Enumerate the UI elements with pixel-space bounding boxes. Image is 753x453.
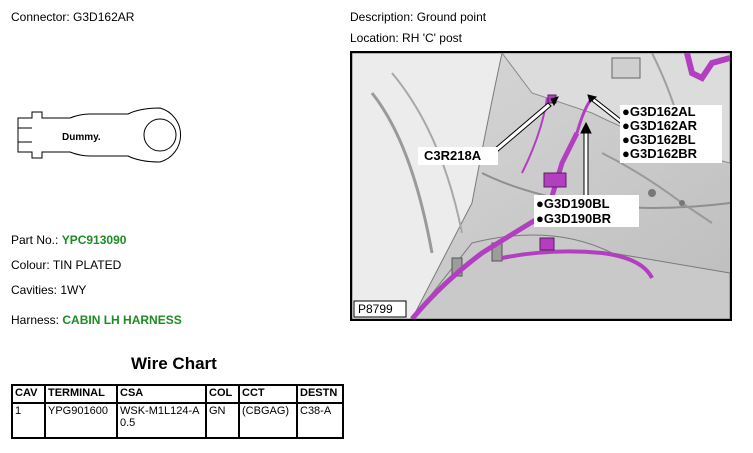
part-no-label: Part No.: (11, 233, 59, 247)
arrow-g3d190 (583, 130, 589, 199)
location-photo-drawing (352, 53, 730, 319)
description-line: Description: Ground point (350, 10, 486, 24)
header-destn: DESTN (296, 384, 344, 404)
location-value: RH 'C' post (402, 31, 462, 45)
part-no-line: Part No.: YPC913090 (11, 233, 126, 247)
ring-hole (143, 118, 177, 152)
wire-chart-title: Wire Chart (131, 354, 217, 373)
harness-value: CABIN LH HARNESS (62, 313, 182, 327)
harness-branch-roof (684, 53, 730, 82)
header-cct: CCT (238, 384, 298, 404)
location-label: Location: (350, 31, 399, 45)
harness-branch-floor (501, 249, 654, 280)
ring-terminal-outline (17, 107, 182, 163)
callout-g3d162-group: ●G3D162AL ●G3D162AR ●G3D162BL ●G3D162BR (622, 105, 697, 161)
header-cav: CAV (11, 384, 46, 404)
header-col: COL (205, 384, 240, 404)
cell-terminal: YPG901600 (44, 402, 118, 439)
cell-cct: (CBGAG) (238, 402, 298, 439)
harness-label: Harness: (11, 313, 60, 327)
connector-line: Connector: G3D162AR (11, 10, 134, 24)
location-line: Location: RH 'C' post (350, 31, 462, 45)
harness-line: Harness: CABIN LH HARNESS (11, 313, 182, 327)
location-photo: C3R218A ●G3D162AL ●G3D162AR ●G3D162BL ●G… (350, 51, 732, 321)
cavities-label: Cavities: (11, 283, 58, 297)
callout-g3d190-group: ●G3D190BL ●G3D190BR (536, 196, 611, 226)
connector-value: G3D162AR (73, 10, 135, 24)
callout-g3d162bl: ●G3D162BL (622, 132, 696, 147)
cavities-value: 1WY (60, 283, 87, 297)
colour-line: Colour: TIN PLATED (11, 258, 121, 272)
header-terminal: TERMINAL (44, 384, 118, 404)
colour-label: Colour: (11, 258, 50, 272)
part-no-value: YPC913090 (61, 233, 127, 247)
callout-g3d190br: ●G3D190BR (536, 211, 612, 226)
callout-g3d162br: ●G3D162BR (622, 146, 698, 161)
callout-g3d162ar: ●G3D162AR (622, 118, 698, 133)
cell-col: GN (205, 402, 240, 439)
cell-destn: C38-A (296, 402, 344, 439)
connector-label: Connector: (11, 10, 70, 24)
callout-c3r218a: C3R218A (424, 148, 482, 163)
callout-g3d162al: ●G3D162AL (622, 104, 696, 119)
wire-chart-table: CAV TERMINAL CSA COL CCT DESTN 1 YPG9016… (11, 384, 344, 439)
cell-cav: 1 (11, 402, 46, 439)
description-label: Description: (350, 10, 414, 24)
wire-chart-header-row: CAV TERMINAL CSA COL CCT DESTN (11, 384, 344, 404)
callout-g3d190bl: ●G3D190BL (536, 196, 610, 211)
cell-csa: WSK-M1L124-A 0.5 (116, 402, 207, 439)
connector-diagram-text: Dummy. (62, 132, 101, 143)
photo-code: P8799 (358, 302, 393, 316)
table-row: 1 YPG901600 WSK-M1L124-A 0.5 GN (CBGAG) … (11, 402, 344, 439)
cavities-line: Cavities: 1WY (11, 283, 86, 297)
description-value: Ground point (416, 10, 487, 24)
connector-diagram: Dummy. (17, 107, 182, 163)
colour-value: TIN PLATED (52, 258, 122, 272)
header-csa: CSA (116, 384, 207, 404)
